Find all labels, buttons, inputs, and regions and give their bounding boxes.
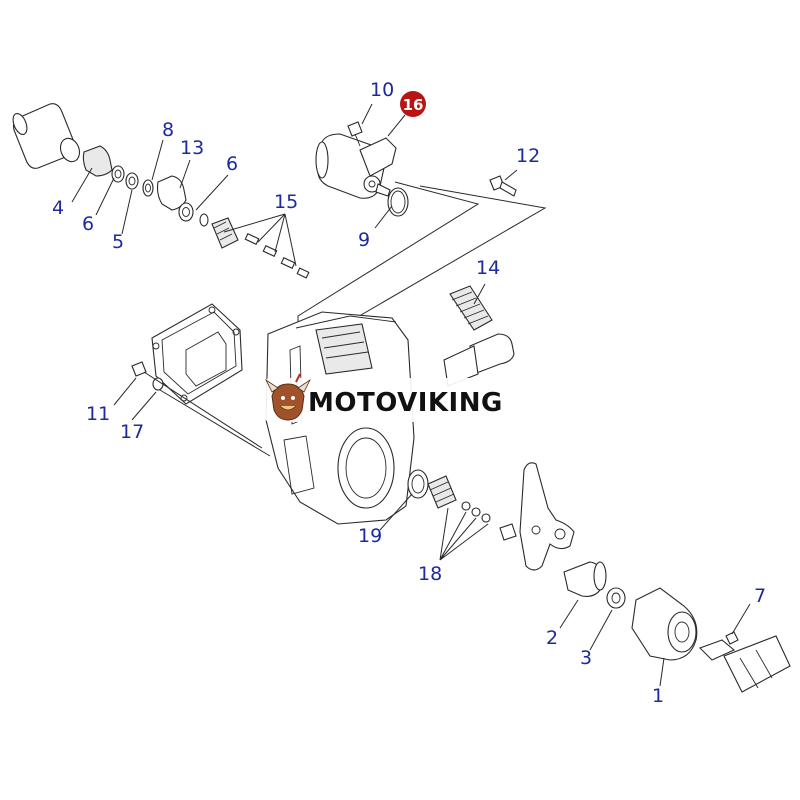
part-19-seal — [407, 469, 429, 499]
output-shaft — [699, 635, 791, 693]
callout-17: 17 — [120, 421, 144, 443]
callout-5: 5 — [112, 231, 124, 253]
callout-7: 7 — [754, 585, 766, 607]
part-12-bolt — [489, 175, 517, 197]
part-5-nut — [125, 172, 139, 190]
part-8-snap-ring — [142, 179, 154, 197]
callout-2: 2 — [546, 627, 558, 649]
part-piston — [443, 333, 515, 387]
watermark-backdrop — [264, 378, 536, 422]
part-9-o-ring — [387, 187, 409, 217]
part-10-bolt — [347, 121, 363, 147]
callout-18: 18 — [418, 563, 442, 585]
part-1-yoke — [631, 587, 698, 661]
cover-gasket — [151, 303, 243, 405]
callout-6a: 6 — [82, 213, 94, 235]
callout-8: 8 — [162, 119, 174, 141]
callout-6b: 6 — [226, 153, 238, 175]
callout-19: 19 — [358, 525, 382, 547]
leader-cover — [143, 371, 271, 457]
callout-16: 16 — [403, 96, 424, 114]
watermark-text: MOTOVIKING — [308, 388, 503, 418]
callout-12: 12 — [516, 145, 540, 167]
callout-16-highlight: 16 — [400, 91, 426, 117]
callout-13: 13 — [180, 137, 204, 159]
callout-11: 11 — [86, 403, 110, 425]
leader-lines — [71, 103, 751, 687]
callout-1: 1 — [652, 685, 664, 707]
part-3-washer — [606, 587, 626, 609]
part-spool-spring — [199, 213, 239, 249]
part-14-spring — [449, 285, 493, 331]
part-16-solenoid — [315, 133, 397, 199]
shift-lever — [519, 462, 575, 571]
watermark-logo: MOTOVIKING — [264, 373, 536, 422]
part-2-bushing — [563, 561, 607, 597]
callout-3: 3 — [580, 647, 592, 669]
part-7-key — [725, 631, 739, 645]
callout-15: 15 — [274, 191, 298, 213]
part-18-spring-set — [427, 475, 517, 541]
callouts: 1 2 3 4 5 6 6 7 8 9 10 11 12 13 14 15 16… — [52, 79, 766, 707]
part-15-pins — [244, 233, 310, 279]
callout-4: 4 — [52, 197, 64, 219]
part-13-sleeve — [156, 175, 194, 222]
viking-mascot-icon — [264, 373, 312, 421]
callout-16-badge — [400, 91, 426, 117]
callout-10: 10 — [370, 79, 394, 101]
callout-9: 9 — [358, 229, 370, 251]
callout-14: 14 — [476, 257, 500, 279]
part-4-bushing — [12, 103, 81, 169]
part-17-washer — [152, 377, 164, 391]
part-6-washer-a — [82, 145, 125, 183]
part-11-bolt — [131, 361, 147, 377]
